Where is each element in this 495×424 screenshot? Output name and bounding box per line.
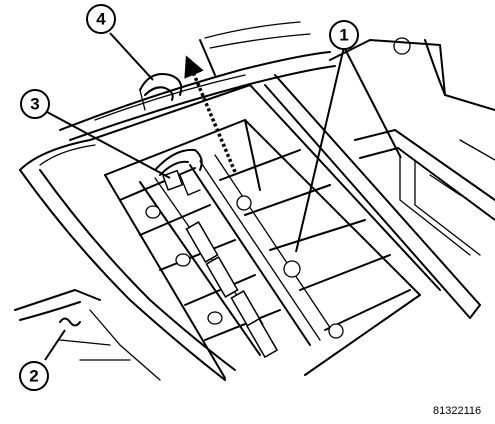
- svg-text:4: 4: [96, 10, 106, 29]
- svg-text:3: 3: [30, 95, 39, 114]
- tab-component: [139, 73, 183, 111]
- mounting-holes: [145, 195, 344, 339]
- leader-lines: [44, 32, 402, 361]
- callout-4: 4: [86, 4, 116, 34]
- lower-left-housing: [14, 289, 161, 381]
- right-panel: [354, 129, 495, 256]
- latch-clip: [154, 148, 203, 196]
- removal-direction-arrow: [184, 55, 237, 173]
- fuse-grid: [104, 119, 421, 379]
- callout-2: 2: [19, 361, 49, 391]
- right-housing: [329, 39, 495, 161]
- callout-3: 3: [20, 89, 50, 119]
- figure-id: 81322116: [433, 405, 481, 417]
- top-rails: [59, 21, 411, 141]
- svg-text:2: 2: [29, 367, 38, 386]
- housing-wall: [264, 74, 481, 319]
- svg-text:1: 1: [339, 26, 348, 45]
- callout-1: 1: [329, 20, 359, 50]
- frame: [19, 84, 441, 381]
